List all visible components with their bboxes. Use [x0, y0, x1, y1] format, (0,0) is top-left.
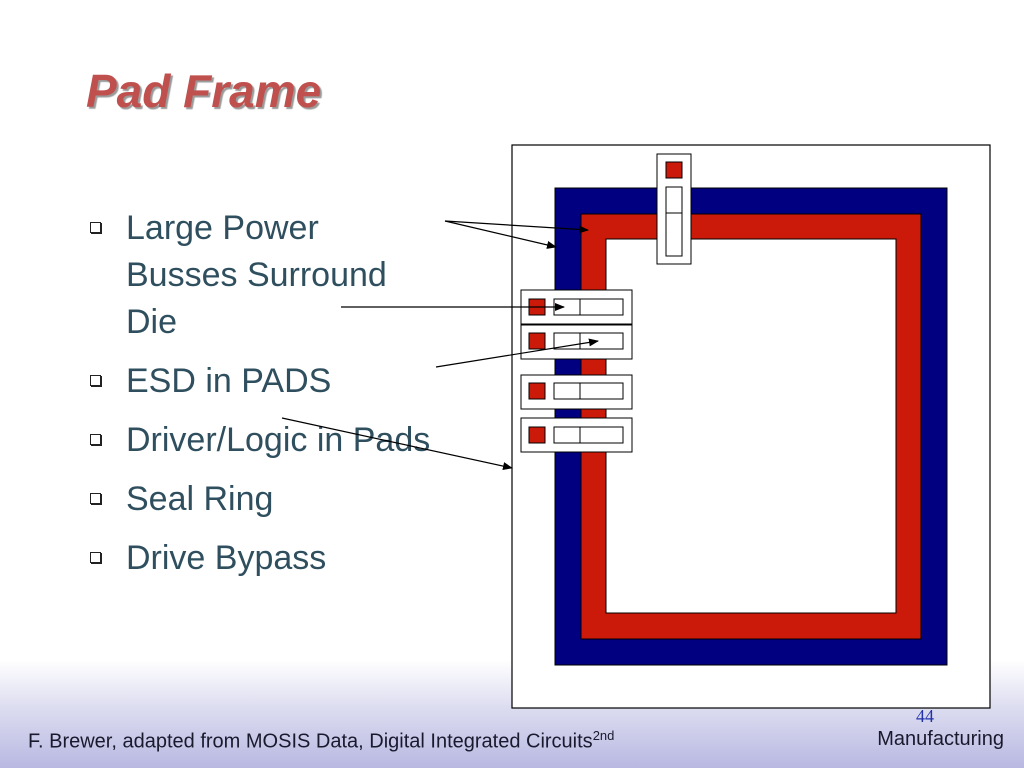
bullet-text: Large Power Busses Surround Die	[126, 209, 387, 341]
pad-contact	[528, 332, 546, 350]
callout-arrow-seal-ring	[281, 417, 513, 470]
footer-credit-superscript: 2nd	[592, 728, 615, 743]
pad-cell-left	[520, 417, 633, 453]
bullet-item: Seal Ring	[90, 476, 490, 523]
pad-driver	[553, 382, 581, 400]
pad-contact	[665, 161, 683, 179]
slide-title: Pad Frame	[86, 65, 322, 117]
pad-logic	[579, 426, 624, 444]
pad-cell-left	[520, 324, 633, 360]
pad-driver	[553, 426, 581, 444]
bullet-item: ESD in PADS	[90, 358, 490, 405]
footer-credit: F. Brewer, adapted from MOSIS Data, Digi…	[28, 728, 614, 754]
bullet-item: Drive Bypass	[90, 535, 490, 582]
bullet-item: Large Power Busses Surround Die	[90, 205, 490, 346]
pad-cell-top	[656, 153, 692, 265]
footer-credit-text: F. Brewer, adapted from MOSIS Data, Digi…	[28, 730, 593, 753]
bullet-item: Driver/Logic in Pads	[90, 417, 490, 464]
checkbox-bullet-icon	[90, 434, 101, 445]
pad-cell-left	[520, 374, 633, 410]
pad-contact	[528, 382, 546, 400]
checkbox-bullet-icon	[90, 375, 101, 386]
checkbox-bullet-icon	[90, 222, 101, 233]
pad-logic	[579, 332, 624, 350]
bullet-text: ESD in PADS	[126, 362, 332, 400]
pad-logic	[579, 298, 624, 316]
bullet-text: Driver/Logic in Pads	[126, 421, 431, 459]
pad-driver	[553, 332, 581, 350]
bullet-list: Large Power Busses Surround Die ESD in P…	[90, 205, 490, 594]
bullet-text: Drive Bypass	[126, 539, 327, 577]
callout-arrow-power-bus-outer	[444, 220, 557, 249]
page-number: 44	[916, 706, 934, 726]
footer-section-name: Manufacturing	[877, 728, 1004, 750]
bullet-text: Seal Ring	[126, 480, 274, 518]
pad-logic	[579, 382, 624, 400]
core-area	[605, 238, 897, 614]
checkbox-bullet-icon	[90, 493, 101, 504]
callout-arrow-driver-logic	[435, 338, 599, 368]
callout-arrow-power-bus-inner	[444, 220, 589, 234]
checkbox-bullet-icon	[90, 552, 101, 563]
pad-driver	[665, 186, 683, 214]
pad-logic	[665, 212, 683, 257]
pad-contact	[528, 426, 546, 444]
